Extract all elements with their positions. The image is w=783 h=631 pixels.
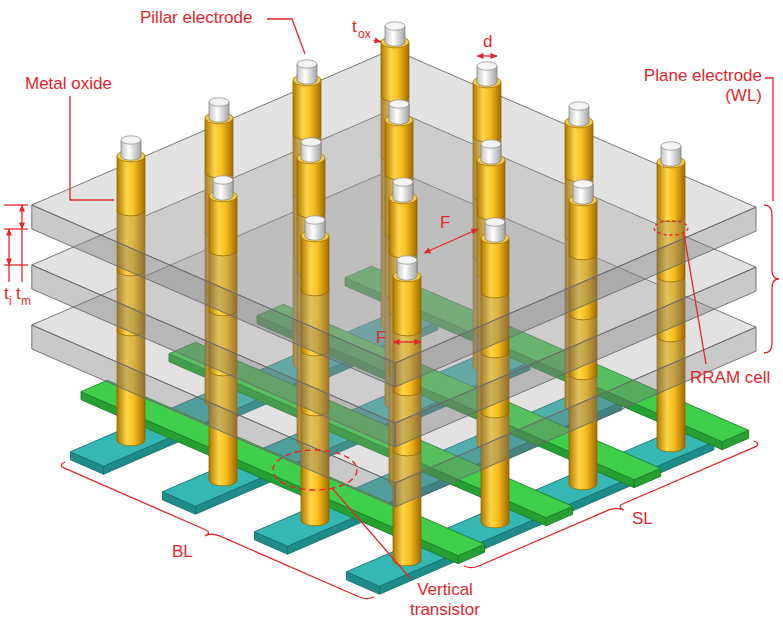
leader-line	[684, 234, 706, 364]
metal-oxide-pillar	[473, 82, 501, 142]
electrode-top	[297, 60, 317, 68]
metal-oxide-pillar	[297, 158, 325, 218]
leader-line	[765, 78, 773, 201]
pillar-segments	[117, 42, 685, 336]
electrode-top	[209, 98, 229, 106]
bl-bracket	[61, 462, 374, 599]
dimension-label: t	[352, 17, 357, 37]
pillar-caps	[117, 22, 685, 282]
line-group-label: SL	[632, 509, 653, 529]
dimension-label: t	[16, 284, 21, 304]
metal-oxide-pillar	[565, 122, 593, 182]
metal-oxide-pillar	[205, 118, 233, 178]
extension-line	[8, 265, 9, 282]
dimension-arrow	[393, 341, 421, 342]
electrode-top	[397, 256, 417, 264]
electrode-top	[301, 138, 321, 146]
metal-oxide-pillar	[657, 162, 685, 222]
electrode-top	[389, 100, 409, 108]
dimension-subscript: m	[21, 295, 31, 309]
metal-oxide-pillar	[385, 120, 413, 180]
metal-oxide-pillar	[117, 156, 145, 216]
part-label: Metal oxide	[25, 74, 112, 94]
electrode-top	[573, 180, 593, 188]
dimension-label: F	[440, 213, 450, 233]
part-label: Pillar electrode	[140, 8, 252, 28]
dimension-subscript: i	[9, 295, 12, 309]
electrode-top	[661, 142, 681, 150]
electrode-top	[385, 22, 405, 30]
metal-oxide-pillar	[393, 276, 421, 336]
extension-line	[21, 229, 22, 282]
leader-line	[267, 19, 305, 54]
dimension-arrow	[373, 40, 381, 42]
dimension-label: t	[4, 284, 9, 304]
metal-oxide-pillar	[301, 236, 329, 296]
electrode-top	[477, 62, 497, 70]
illustration	[32, 22, 756, 594]
electrode-top	[121, 136, 141, 144]
extension-line	[4, 204, 28, 205]
dimension-arrow	[477, 55, 497, 56]
annotations	[4, 19, 779, 599]
electrode-top	[481, 140, 501, 148]
leader-line	[70, 96, 114, 200]
electrode-top	[305, 216, 325, 224]
dimension-arrow	[21, 205, 22, 229]
electrode-top	[213, 176, 233, 184]
electrode-top	[393, 178, 413, 186]
metal-oxide-pillar	[477, 160, 505, 220]
dimension-arrow	[8, 229, 9, 265]
part-label: Plane electrode (WL)	[620, 66, 762, 105]
part-label: Vertical transistor	[400, 580, 490, 619]
extension-line	[4, 264, 28, 265]
dimension-subscript: ox	[358, 28, 371, 42]
line-group-label: BL	[172, 542, 193, 562]
metal-oxide-pillar	[389, 198, 417, 258]
dimension-arrow	[424, 229, 478, 253]
sl-bracket	[464, 441, 758, 568]
rram-cell-ring	[654, 221, 688, 235]
metal-oxide-pillar	[209, 196, 237, 256]
metal-oxide-pillar	[569, 200, 597, 260]
electrode-top	[485, 218, 505, 226]
metal-oxide-pillar	[481, 238, 509, 298]
plane-bracket	[764, 205, 779, 353]
transistor-ring	[273, 450, 357, 490]
dimension-label: d	[483, 32, 492, 52]
dimension-label: F	[376, 328, 386, 348]
metal-oxide-pillar	[293, 80, 321, 140]
part-label: RRAM cell	[690, 368, 770, 388]
extension-line	[4, 228, 28, 229]
metal-oxide-pillar	[381, 42, 409, 102]
electrode-top	[569, 102, 589, 110]
leader-line	[332, 488, 410, 578]
